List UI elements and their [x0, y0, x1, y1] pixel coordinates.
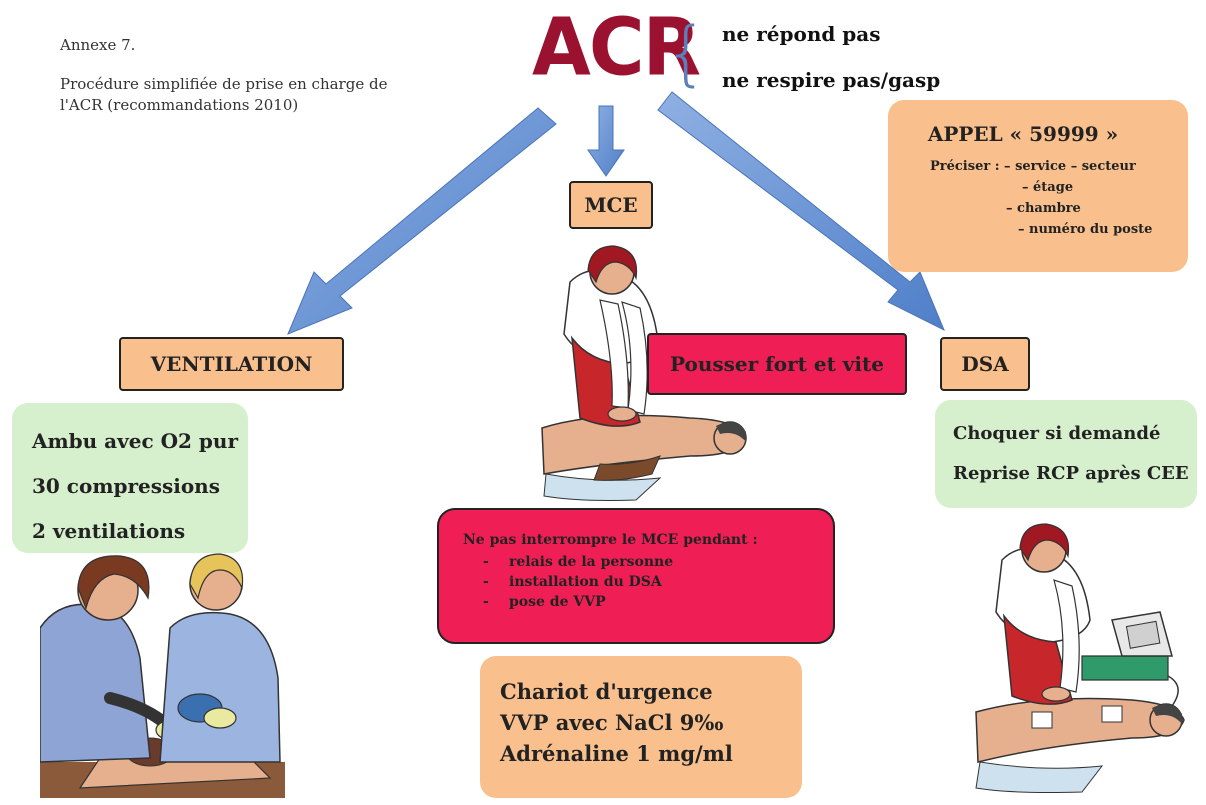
ventilation-step: 2 ventilations: [32, 519, 186, 543]
defibrillator-cpr-illustration: [975, 523, 1185, 793]
dsa-steps-box: Choquer si demandé Reprise RCP après CEE: [935, 400, 1197, 508]
call-number-title: APPEL « 59999 »: [927, 122, 1119, 146]
do-not-interrupt-box: Ne pas interrompre le MCE pendant : rela…: [437, 508, 835, 644]
ventilation-steps-box: Ambu avec O2 pur 30 compressions 2 venti…: [12, 403, 248, 553]
cart-line: VVP avec NaCl 9‰: [500, 710, 724, 735]
interrupt-item: pose de VVP: [483, 592, 809, 612]
do-not-interrupt-title: Ne pas interrompre le MCE pendant :: [463, 532, 758, 548]
bag-mask-ventilation-illustration: [40, 553, 285, 798]
criterion-no-breathing: ne respire pas/gasp: [722, 68, 941, 92]
call-line: – numéro du poste: [1018, 222, 1153, 237]
dsa-step: Choquer si demandé: [953, 423, 1161, 444]
curly-brace-icon: {: [664, 12, 709, 94]
acr-title: ACR: [532, 0, 701, 94]
interrupt-item: installation du DSA: [483, 572, 809, 592]
cart-line: Chariot d'urgence: [500, 679, 713, 704]
cpr-rescuer-illustration: [541, 245, 747, 501]
call-instructions-box: APPEL « 59999 » Préciser : – service – s…: [888, 100, 1188, 272]
arrow-to-mce: [587, 105, 625, 177]
emergency-cart-box: Chariot d'urgence VVP avec NaCl 9‰ Adrén…: [480, 656, 802, 798]
call-line: Préciser : – service – secteur: [930, 159, 1136, 174]
ventilation-step: Ambu avec O2 pur: [32, 429, 238, 453]
ventilation-step: 30 compressions: [32, 474, 220, 498]
dsa-box: DSA: [940, 337, 1030, 391]
procedure-subtitle: Procédure simplifiée de prise en charge …: [60, 75, 388, 114]
ventilation-box: VENTILATION: [119, 337, 344, 391]
interrupt-item: relais de la personne: [483, 552, 809, 572]
dsa-step: Reprise RCP après CEE: [953, 463, 1189, 484]
cart-line: Adrénaline 1 mg/ml: [500, 741, 733, 766]
criterion-no-response: ne répond pas: [722, 22, 881, 46]
annex-label: Annexe 7.: [60, 36, 136, 54]
mce-box: MCE: [569, 181, 653, 229]
call-line: – étage: [1022, 180, 1074, 195]
arrow-to-ventilation: [287, 107, 557, 335]
push-hard-fast-box: Pousser fort et vite: [647, 333, 907, 395]
arrow-to-dsa: [657, 91, 945, 332]
call-line: – chambre: [1006, 201, 1081, 216]
